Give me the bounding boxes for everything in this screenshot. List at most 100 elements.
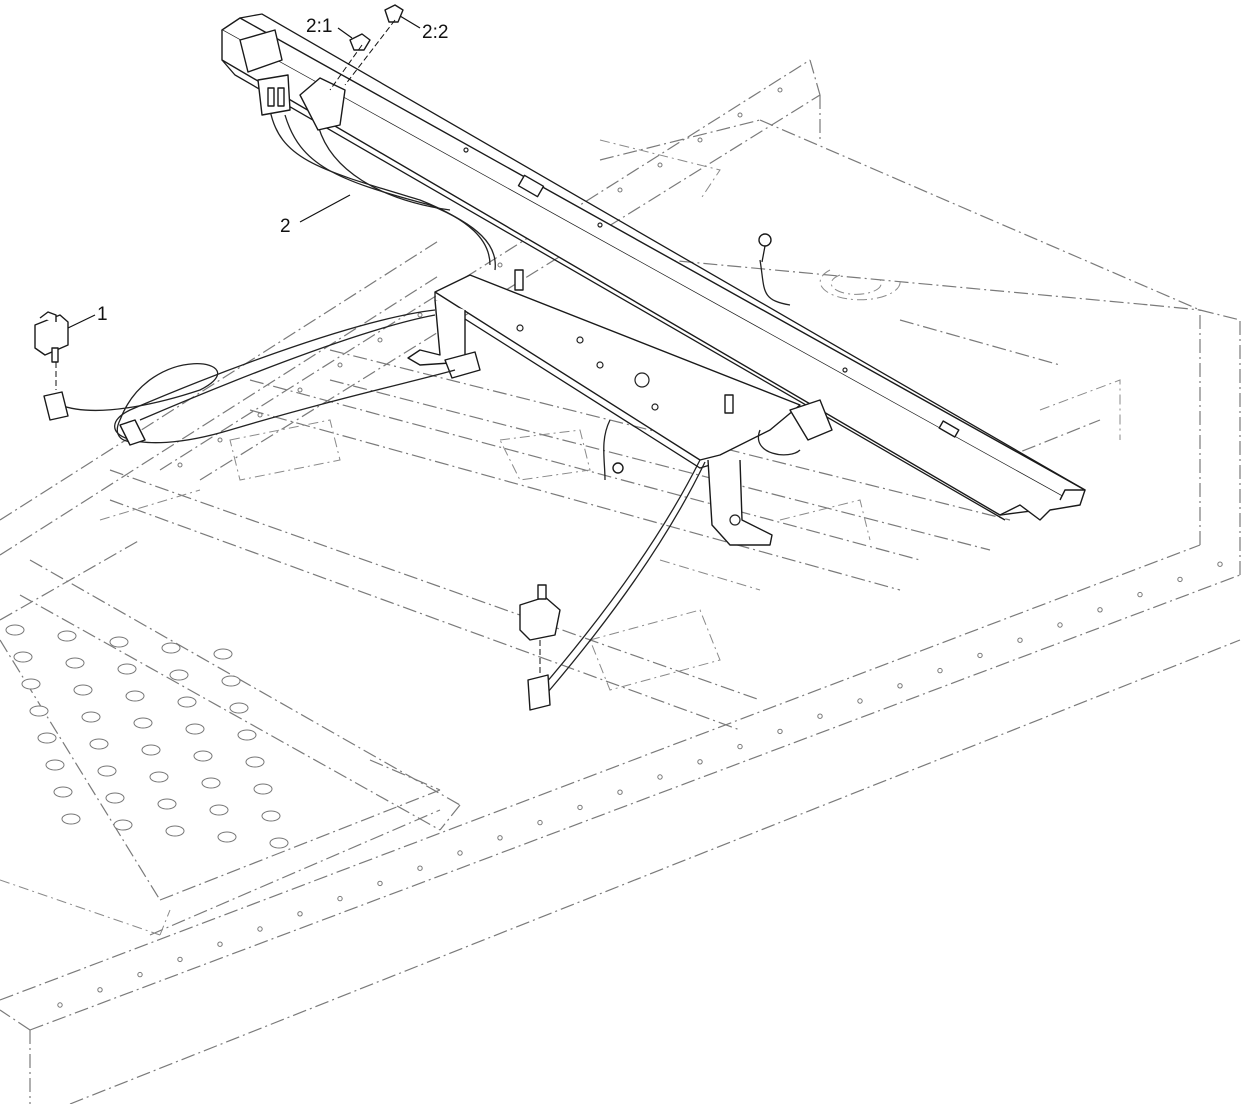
floor-plate-hole — [221, 675, 241, 687]
floor-plate-hole — [213, 648, 233, 660]
rail-hole — [1137, 591, 1143, 598]
rail-hole — [377, 880, 383, 887]
floor-plate-hole — [113, 819, 133, 831]
rail-hole — [1097, 607, 1103, 613]
harness-connector — [119, 419, 146, 446]
fuse-2-2-assembly-line — [344, 19, 396, 86]
callout-2: 2 — [280, 194, 351, 237]
floor-plate-hole — [201, 777, 221, 789]
rail-hole — [57, 1002, 63, 1008]
rail-hole — [977, 652, 983, 659]
rail-hole — [1217, 561, 1223, 567]
floor-plate-hole — [45, 759, 65, 771]
rail-hole — [217, 941, 223, 947]
rail-hole — [817, 713, 823, 719]
callout-label-2-1: 2:1 — [306, 16, 332, 37]
floor-plate-hole — [57, 630, 77, 642]
floor-plate-hole — [185, 723, 205, 735]
callout-label-2: 2 — [280, 216, 291, 237]
rail-hole — [297, 911, 303, 917]
rail-hole — [177, 956, 183, 963]
floor-plate-hole — [269, 837, 289, 849]
floor-plate-hole — [161, 642, 181, 654]
cross-beam — [221, 13, 1086, 521]
floor-plate-hole — [217, 831, 237, 843]
rail-hole — [697, 137, 703, 143]
rail-hole — [697, 759, 703, 765]
floor-plate-hole — [261, 810, 281, 822]
rail-hole — [657, 162, 663, 168]
rail-holes — [57, 87, 1223, 1008]
floor-plate-hole — [105, 792, 125, 804]
fuse-2-1-assembly-line — [329, 44, 363, 91]
floor-plate-hole — [117, 663, 137, 675]
callout-2-1: 2:1 — [306, 16, 353, 39]
rail-hole — [257, 926, 263, 932]
rail-hole — [497, 835, 503, 841]
rail-hole — [177, 462, 183, 468]
floor-plate-hole — [157, 798, 177, 810]
rail-hole — [297, 387, 303, 393]
rail-hole — [617, 789, 623, 795]
rail-hole — [1017, 637, 1023, 643]
floor-plate-hole — [229, 702, 249, 714]
floor-plate-hole — [5, 624, 25, 636]
floor-plate-hole — [89, 738, 109, 750]
ring-terminal — [612, 233, 772, 474]
rail-hole — [217, 437, 223, 443]
rail-hole — [737, 112, 743, 118]
fuse-2-2 — [384, 4, 404, 23]
rail-hole — [497, 262, 503, 268]
rail-hole — [937, 667, 943, 674]
floor-plate-hole — [97, 765, 117, 777]
chassis-frame-phantom — [0, 59, 1241, 1104]
floor-plate-hole — [177, 696, 197, 708]
callout-1: 1 — [67, 304, 108, 329]
rail-hole — [97, 987, 103, 993]
fuse-2-1 — [349, 33, 371, 51]
floor-plate-hole — [65, 657, 85, 669]
rail-hole — [1057, 622, 1063, 628]
rail-hole — [657, 774, 663, 780]
rail-hole — [577, 804, 583, 811]
floor-plate-hole — [193, 750, 213, 762]
rail-hole — [377, 337, 383, 343]
rail-hole — [337, 895, 343, 902]
floor-plate-hole — [29, 705, 49, 717]
seat-switch — [519, 584, 561, 711]
floor-plate-holes — [5, 624, 289, 849]
wire-harness — [59, 109, 801, 693]
rail-hole — [537, 819, 543, 826]
rail-hole — [777, 87, 783, 93]
rail-hole — [417, 865, 423, 871]
floor-plate-hole — [61, 813, 81, 825]
callout-label-1: 1 — [97, 304, 108, 325]
rail-hole — [737, 743, 743, 750]
floor-plate-hole — [109, 636, 129, 648]
floor-plate-hole — [53, 786, 73, 798]
switch-part-1 — [34, 311, 69, 421]
rail-hole — [457, 850, 463, 856]
callout-label-2-2: 2:2 — [422, 22, 448, 43]
callout-2-2: 2:2 — [399, 15, 448, 43]
floor-plate-hole — [125, 690, 145, 702]
floor-plate-hole — [37, 732, 57, 744]
floor-plate-hole — [133, 717, 153, 729]
floor-plate-hole — [209, 804, 229, 816]
rail-hole — [1177, 576, 1183, 583]
floor-plate-hole — [169, 669, 189, 681]
rail-hole — [337, 362, 343, 368]
rail-hole — [137, 971, 143, 978]
rail-hole — [777, 728, 783, 735]
floor-plate-hole — [141, 744, 161, 756]
rail-hole — [617, 187, 623, 193]
floor-plate-hole — [13, 651, 33, 663]
rail-hole — [417, 312, 423, 318]
floor-plate-hole — [253, 783, 273, 795]
floor-plate-hole — [81, 711, 101, 723]
floor-plate-hole — [149, 771, 169, 783]
rail-hole — [897, 683, 903, 689]
mount-bracket — [407, 269, 833, 546]
floor-plate-hole — [165, 825, 185, 837]
